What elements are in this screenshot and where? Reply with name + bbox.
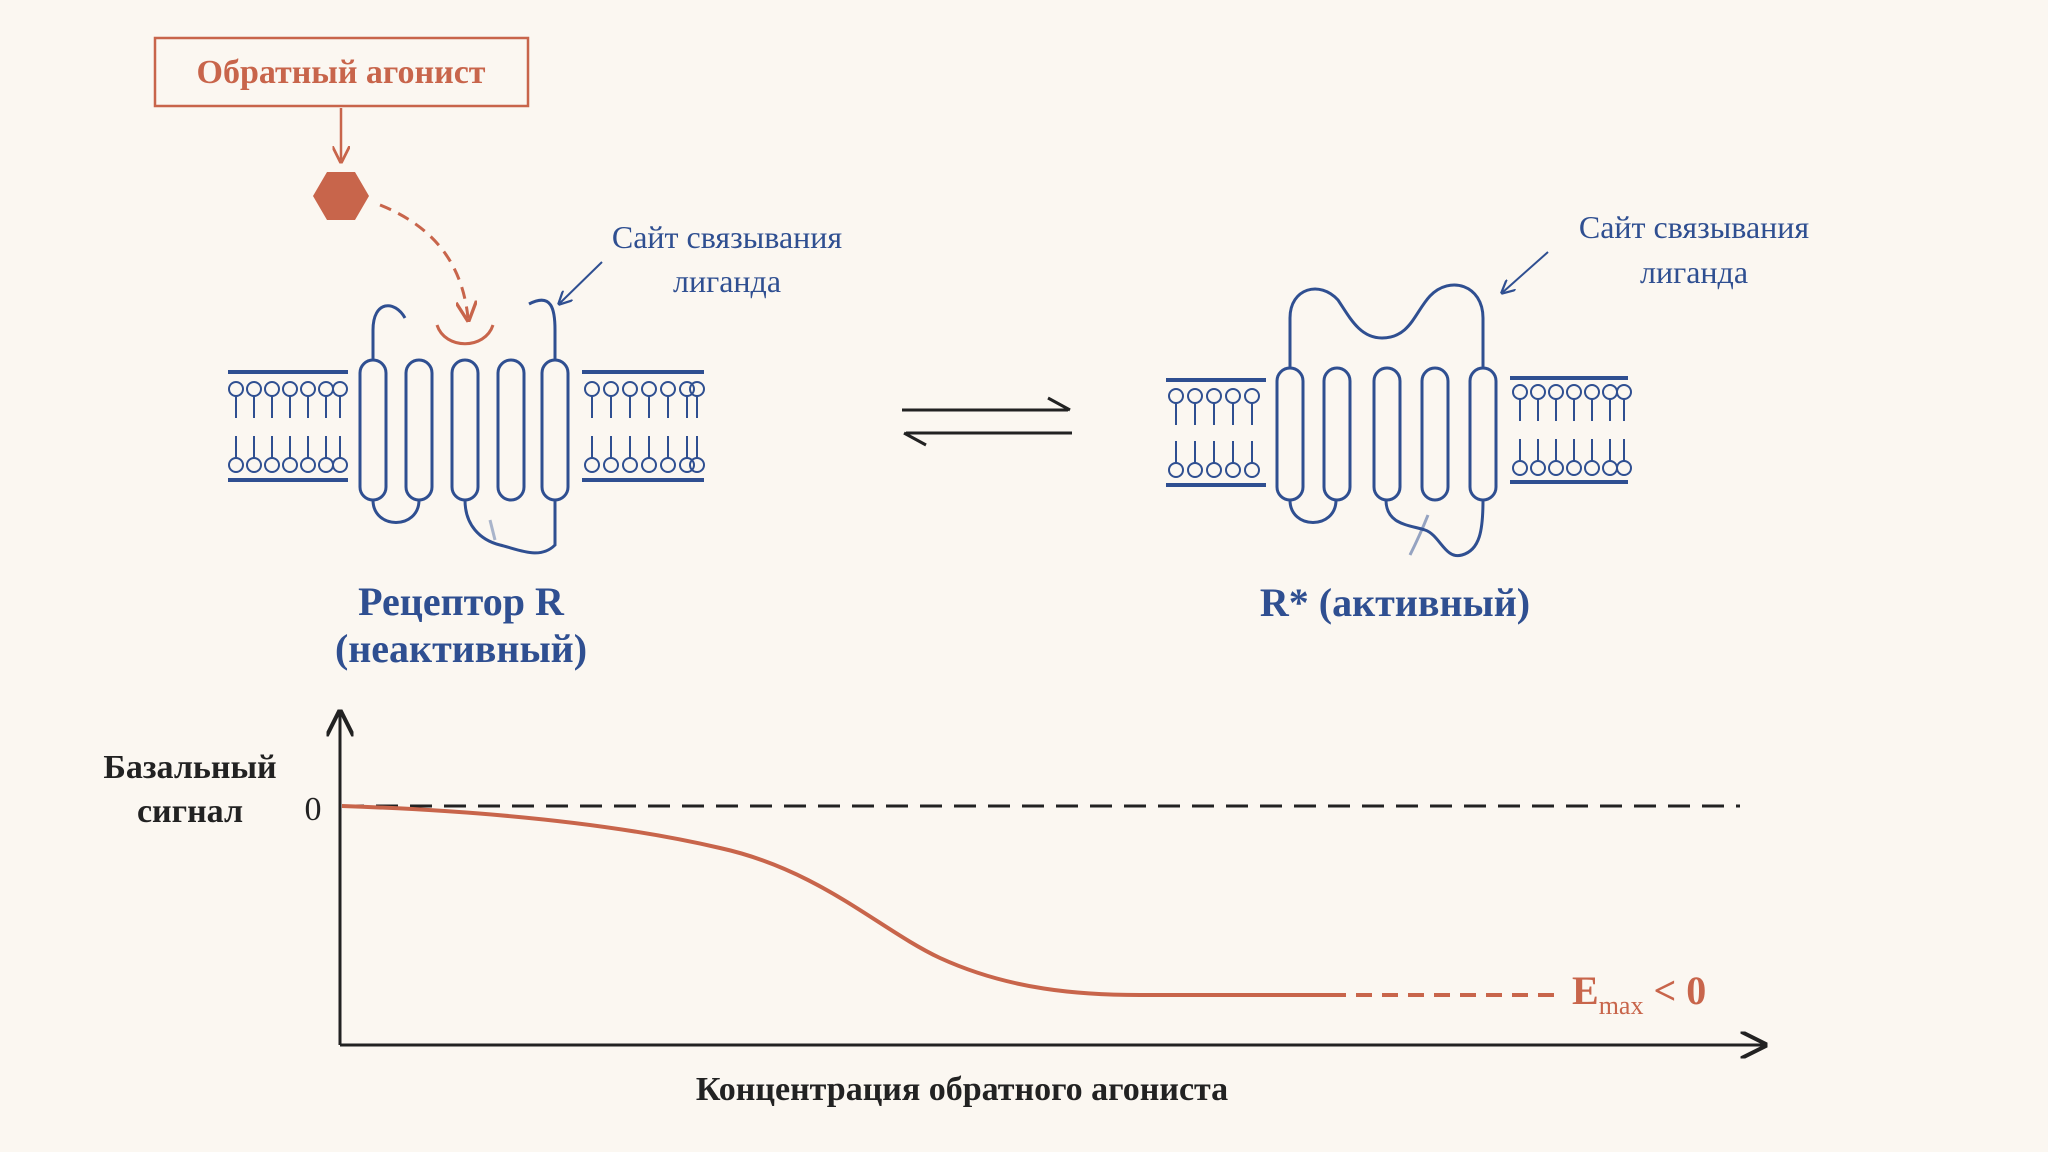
y-zero-label: 0 [305, 791, 322, 828]
membrane-left-inactive [228, 370, 348, 482]
receptor-helices-active [1275, 283, 1498, 558]
emax-label: Emax < 0 [1572, 968, 1706, 1020]
membrane-left-active [1166, 378, 1266, 487]
active-receptor: Сайт связывания лиганда R* (активный) [1166, 209, 1809, 625]
emax-label-sub: max [1599, 991, 1644, 1020]
inverse-agonist-curve [341, 804, 1330, 997]
inverse-agonist-label: Обратный агонист [197, 54, 486, 91]
dose-response-graph: Базальный сигнал 0 Концентрация обратног… [103, 712, 1765, 1108]
inactive-receptor: Сайт связывания лиганда Рецептор R (неак… [228, 219, 842, 671]
binding-pocket-inactive [435, 324, 495, 346]
ligand-hexagon-icon [313, 172, 369, 220]
membrane-right-inactive [582, 370, 705, 482]
emax-label-rest: < 0 [1643, 968, 1706, 1013]
site-label-inactive-line2: лиганда [673, 263, 781, 299]
ligand-binding-path-arrow [379, 203, 468, 318]
y-axis-label-line2: сигнал [137, 793, 243, 830]
inverse-agonist-label-box: Обратный агонист [153, 36, 530, 108]
receptor-name-line1: Рецептор R [358, 579, 565, 624]
site-label-active-line1: Сайт связывания [1579, 209, 1810, 245]
equilibrium-arrows [902, 396, 1072, 447]
emax-label-base: E [1572, 968, 1599, 1013]
membrane-right-active [1510, 376, 1632, 484]
active-receptor-name: R* (активный) [1260, 580, 1530, 625]
x-axis-label: Концентрация обратного агониста [696, 1071, 1228, 1108]
site-label-inactive-line1: Сайт связывания [612, 219, 843, 255]
receptor-helices-inactive [358, 298, 570, 555]
site-pointer-active [1503, 251, 1549, 292]
site-label-active-line2: лиганда [1640, 254, 1748, 290]
site-pointer-inactive [560, 261, 603, 303]
y-axis-label-line1: Базальный [103, 749, 276, 786]
receptor-name-line2: (неактивный) [335, 626, 587, 671]
